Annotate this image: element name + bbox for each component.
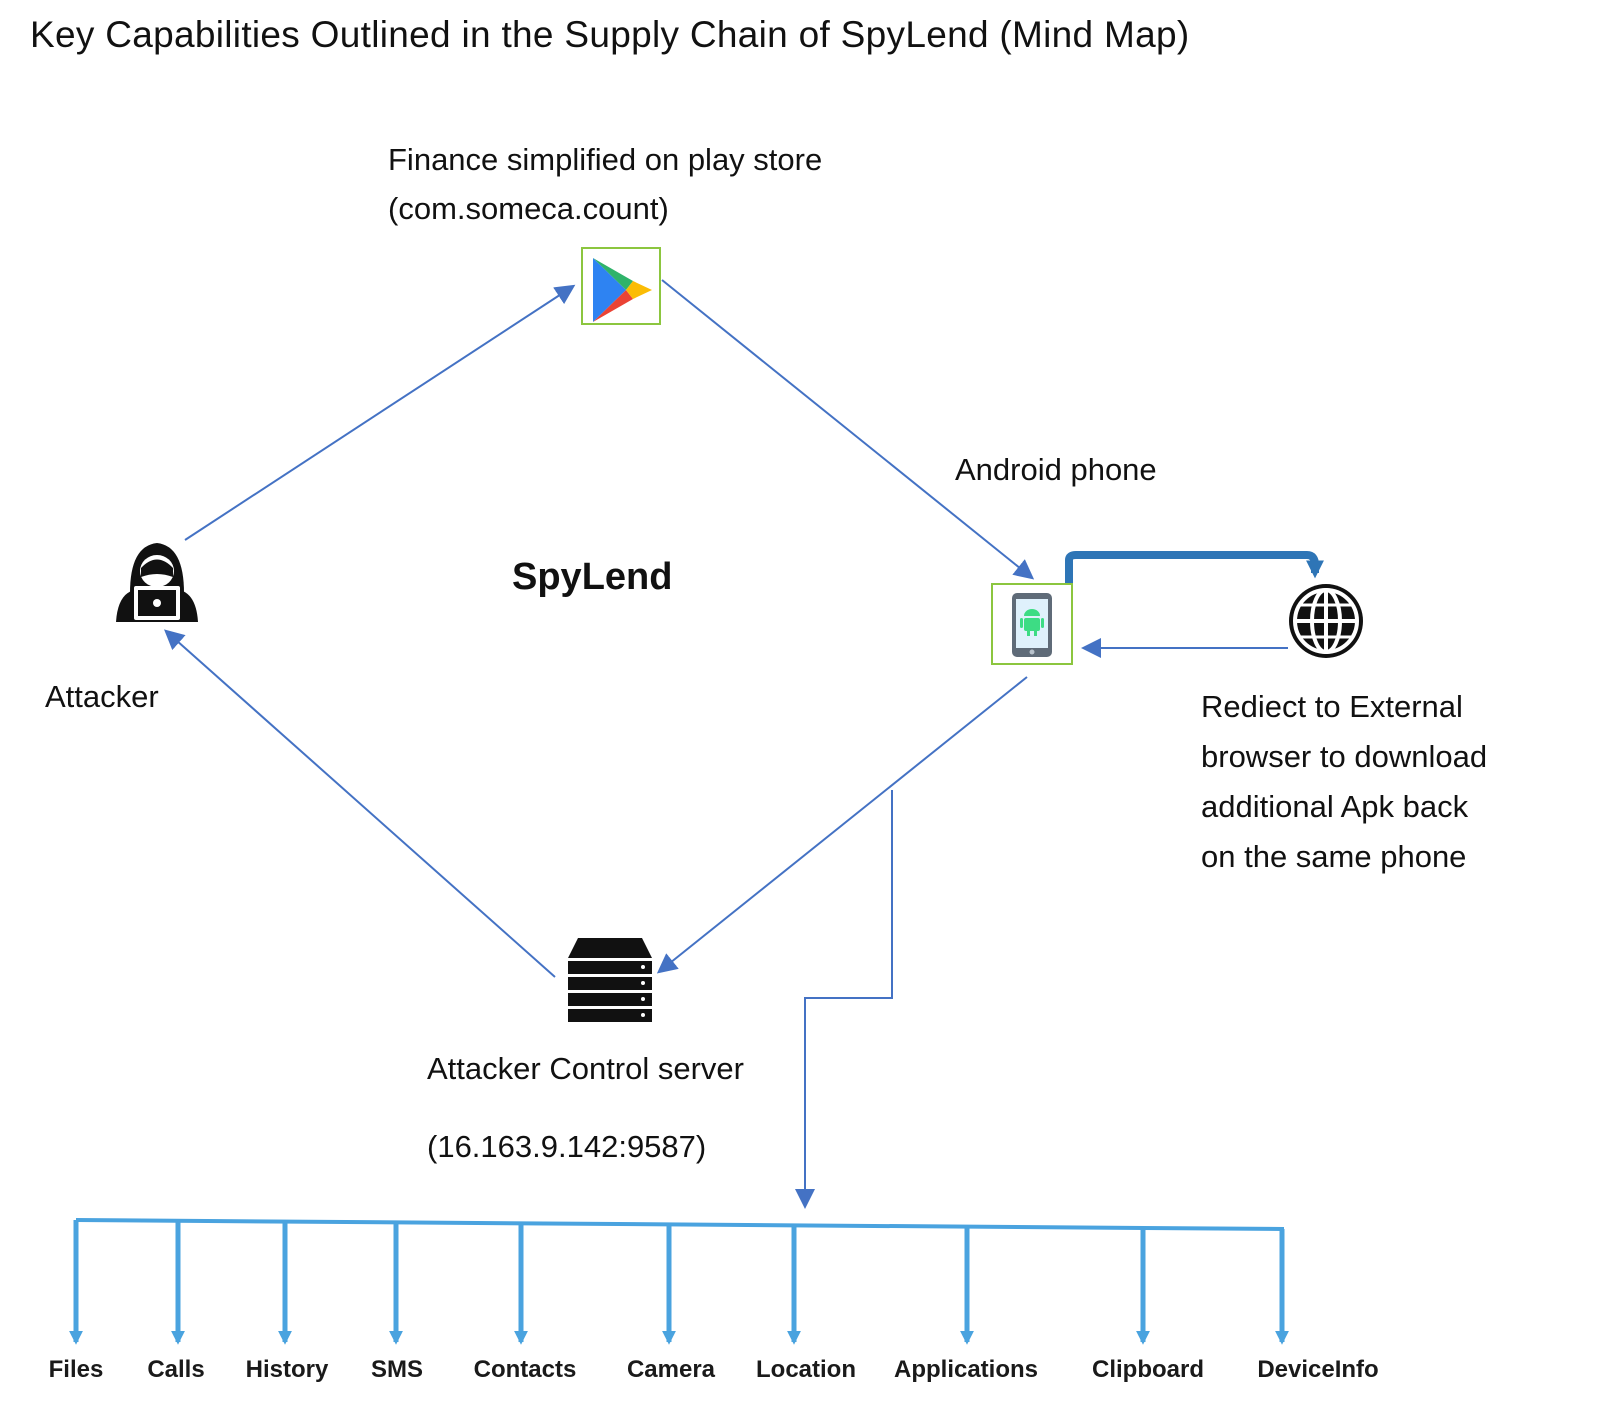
- redirect-label-line: browser to download: [1201, 739, 1488, 774]
- hacker-icon: [116, 543, 198, 622]
- redirect-label-line: Rediect to External: [1201, 689, 1463, 724]
- capability-contacts: Contacts: [473, 1356, 577, 1383]
- capability-location: Location: [756, 1356, 856, 1383]
- arrow-to-capabilities: [795, 790, 893, 1209]
- capability-history: History: [245, 1356, 329, 1383]
- capability-calls: Calls: [147, 1356, 205, 1383]
- capability-deviceinfo: DeviceInfo: [1257, 1356, 1379, 1383]
- globe-icon: [1289, 584, 1363, 658]
- server-icon: [568, 938, 652, 1022]
- page-title: Key Capabilities Outlined in the Supply …: [30, 14, 1190, 55]
- capability-arrows: [69, 1220, 1289, 1345]
- capability-clipboard: Clipboard: [1092, 1356, 1204, 1383]
- server-address-label: (16.163.9.142:9587): [427, 1129, 707, 1164]
- center-label: SpyLend: [512, 556, 673, 598]
- arrow-attacker-to-playstore: [184, 284, 576, 541]
- redirect-label-line: on the same phone: [1201, 839, 1467, 874]
- android-phone-label: Android phone: [955, 452, 1157, 487]
- attacker-label: Attacker: [45, 679, 159, 714]
- arrow-server-to-attacker: [164, 629, 556, 978]
- arrow-playstore-to-phone: [661, 279, 1035, 580]
- capability-camera: Camera: [626, 1356, 716, 1383]
- capability-files: Files: [48, 1356, 104, 1383]
- google-play-icon: [581, 247, 661, 325]
- playstore-package-label: (com.someca.count): [388, 191, 669, 226]
- android-phone-icon: [991, 583, 1073, 665]
- capability-sms: SMS: [370, 1356, 424, 1383]
- server-label: Attacker Control server: [427, 1051, 744, 1086]
- arrow-phone-to-server: [656, 676, 1028, 974]
- playstore-label: Finance simplified on play store: [388, 142, 823, 177]
- capability-applications: Applications: [893, 1356, 1039, 1383]
- redirect-label-line: additional Apk back: [1201, 789, 1469, 824]
- capabilities-bus: [75, 1218, 1285, 1231]
- arrow-phone-to-browser: [1065, 551, 1324, 583]
